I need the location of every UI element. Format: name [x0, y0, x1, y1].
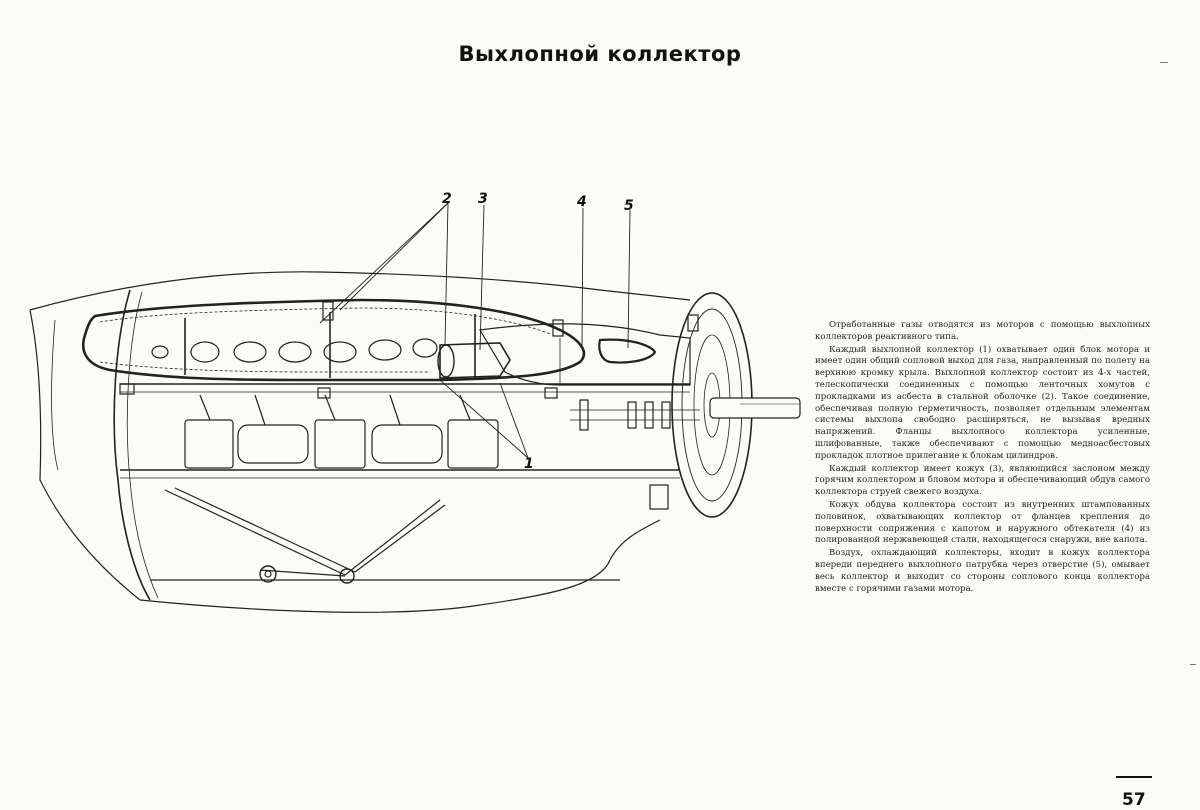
paragraph-2: Каждый выхлопной коллектор (1) охватывае… — [815, 344, 1150, 461]
margin-tick — [1190, 664, 1196, 665]
exhaust-manifold — [81, 298, 586, 382]
nacelle-outline — [29, 271, 691, 311]
callout-1: 1 — [524, 456, 534, 472]
page-title: Выхлопной коллектор — [458, 42, 742, 66]
callout-3: 3 — [478, 191, 488, 207]
page-number-rule — [1116, 776, 1152, 778]
paragraph-1: Отработанные газы отводятся из моторов с… — [815, 320, 1150, 342]
callout-4: 4 — [576, 194, 587, 210]
outer-fairing — [479, 323, 691, 386]
callout-2: 2 — [442, 191, 452, 207]
callout-5: 5 — [624, 198, 634, 214]
page-number: 57 — [1122, 790, 1146, 810]
leader-lines — [319, 202, 631, 459]
paragraph-3: Каждый коллектор имеет кожух (3), являющ… — [815, 463, 1150, 498]
paragraph-5: Воздух, охлаждающий коллекторы, входит в… — [815, 548, 1150, 594]
paragraph-4: Кожух обдува коллектора состоит из внутр… — [815, 499, 1150, 546]
propeller-hub — [671, 292, 801, 518]
margin-tick — [1160, 62, 1168, 63]
engine-cylinders — [184, 394, 700, 510]
description-text: Отработанные газы отводятся из моторов с… — [815, 320, 1150, 596]
